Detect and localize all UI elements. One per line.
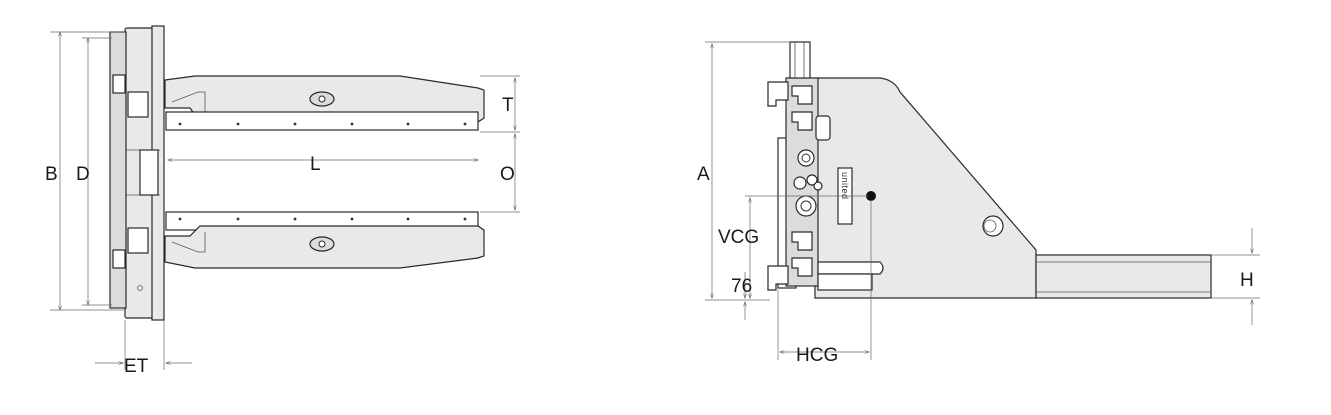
lower-block [817, 261, 884, 275]
label-et: ET [124, 356, 149, 377]
label-vcg: VCG [718, 227, 759, 248]
label-t: T [502, 95, 514, 116]
label-d: D [76, 164, 90, 185]
side-plate [814, 77, 1037, 299]
mount-hole [982, 215, 1004, 237]
lower-tab [112, 249, 126, 269]
lower-plate [817, 273, 873, 291]
label-h: H [1240, 270, 1254, 291]
lower-fork [164, 211, 485, 269]
label-76: 76 [731, 276, 752, 297]
lower-hook-side [767, 265, 789, 291]
upper-hook [127, 91, 149, 118]
upper-fork-blade [165, 111, 479, 131]
bolt-hole [137, 285, 143, 291]
upper-tab [112, 74, 126, 94]
lower-hook [127, 227, 149, 254]
center-of-gravity [866, 191, 876, 201]
center-block [139, 149, 159, 196]
right-view-side: united A VCG 76 HCG H [697, 41, 1260, 366]
upper-hook-side [767, 81, 789, 107]
upper-fork [164, 75, 485, 131]
label-hcg: HCG [796, 345, 838, 366]
top-bracket [789, 41, 811, 79]
upper-block [815, 115, 831, 141]
fork-arm [1035, 254, 1212, 299]
rails [791, 85, 813, 277]
label-a: A [697, 164, 710, 185]
fitting-top [797, 149, 815, 167]
left-view-top: B D L T O ET [45, 25, 520, 377]
brand-text: united [840, 172, 850, 200]
label-b: B [45, 164, 58, 185]
label-l: L [310, 154, 321, 175]
fitting-bottom [795, 195, 817, 217]
label-o: O [500, 164, 515, 185]
fitting-mid [793, 176, 807, 190]
